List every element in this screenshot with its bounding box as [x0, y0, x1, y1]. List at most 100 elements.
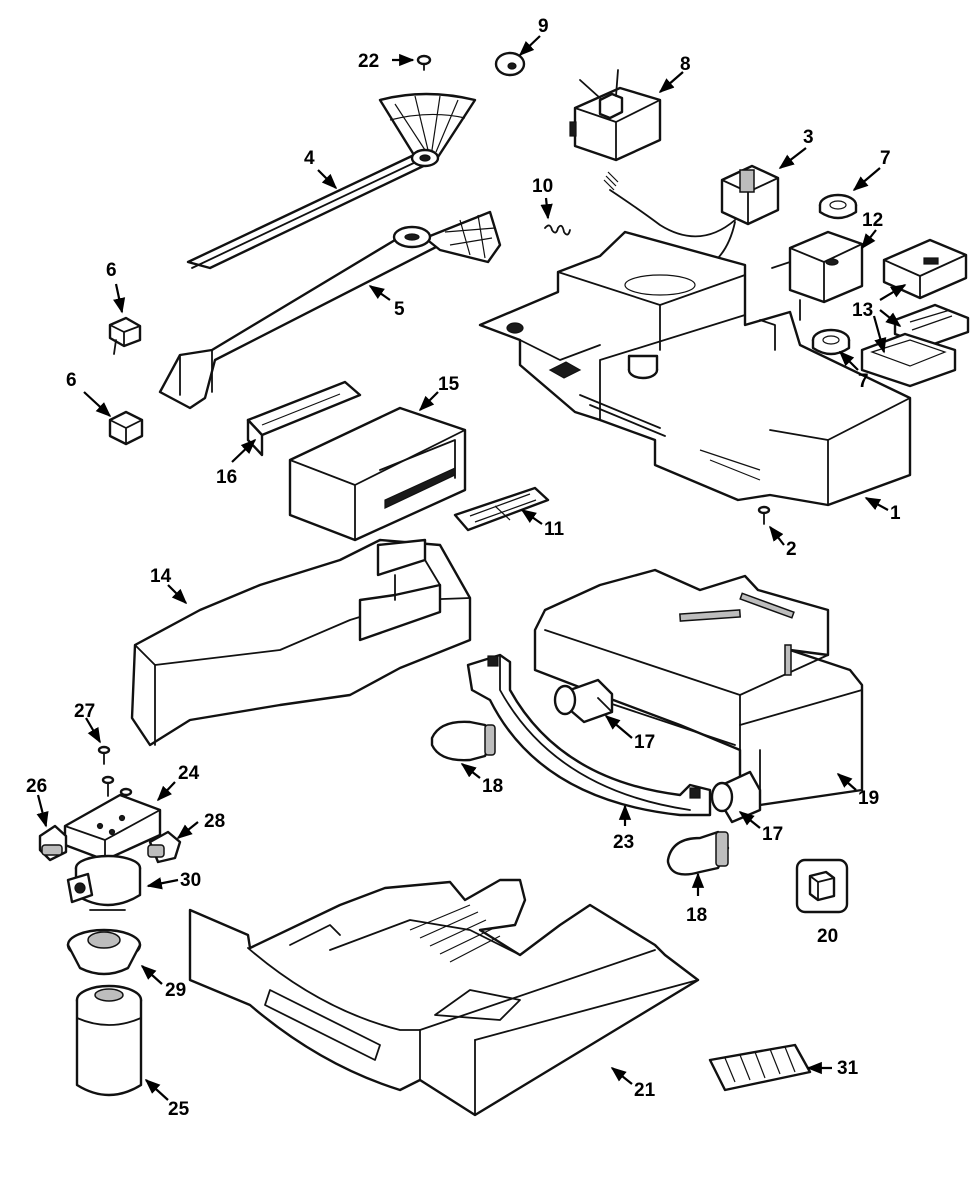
callout-14: 14 — [150, 566, 172, 587]
arrow-2 — [769, 525, 785, 546]
part-bulb-18a — [430, 720, 496, 762]
arrow-7a — [852, 167, 881, 191]
part-fitting-26 — [38, 824, 68, 862]
callout-26: 26 — [26, 776, 47, 797]
callout-18a: 18 — [482, 776, 503, 797]
arrow-13a — [879, 284, 907, 301]
callout-labels: 22 9 8 3 7 4 10 12 6 13 5 7 6 15 16 1 11… — [26, 16, 901, 1120]
arrow-16 — [231, 438, 257, 463]
arrow-25 — [144, 1078, 169, 1101]
arrow-8 — [658, 71, 684, 94]
callout-12: 12 — [862, 210, 883, 231]
part-bracket-24 — [63, 793, 162, 862]
callout-11: 11 — [544, 519, 565, 540]
part-arm-4 — [186, 92, 477, 270]
part-thermostat-3 — [603, 164, 780, 259]
callout-3: 3 — [803, 127, 814, 148]
part-socket-17b — [710, 770, 762, 824]
arrow-3 — [778, 147, 807, 169]
callout-6b: 6 — [66, 370, 77, 391]
arrow-29 — [140, 964, 163, 985]
part-housing-1 — [478, 230, 912, 507]
part-grommet-9 — [494, 51, 526, 77]
callout-9: 9 — [538, 16, 549, 37]
callout-4: 4 — [304, 148, 315, 169]
callout-23: 23 — [613, 832, 634, 853]
arrow-12 — [861, 229, 877, 250]
part-spring-10 — [544, 224, 571, 236]
part-knob-7a — [818, 193, 858, 220]
arrow-21 — [610, 1067, 633, 1085]
callout-27: 27 — [74, 701, 95, 722]
part-switch-20 — [795, 858, 849, 914]
arrow-13c — [872, 315, 887, 354]
arrow-17b — [738, 811, 761, 829]
callout-19: 19 — [858, 788, 879, 809]
arrow-13b — [879, 309, 902, 327]
part-filter-25 — [75, 984, 143, 1097]
callout-7a: 7 — [880, 148, 891, 169]
callout-20: 20 — [817, 926, 838, 947]
part-duct-14 — [130, 538, 472, 747]
arrow-17a — [604, 715, 633, 739]
callout-15: 15 — [438, 374, 460, 395]
callout-21: 21 — [634, 1080, 656, 1101]
arrow-24 — [156, 781, 176, 802]
part-cover-13 — [882, 238, 968, 300]
arrow-27a — [85, 717, 101, 744]
part-clip-31 — [708, 1043, 812, 1092]
callout-8: 8 — [680, 54, 691, 75]
part-cap-29 — [66, 928, 142, 976]
callout-22: 22 — [358, 51, 379, 72]
arrow-5 — [368, 285, 391, 301]
part-screw-22 — [416, 54, 432, 71]
callout-10: 10 — [532, 176, 553, 197]
part-clip-6b — [108, 410, 144, 446]
part-pan-19 — [533, 568, 864, 807]
arrow-10 — [540, 197, 553, 220]
part-head-30 — [66, 854, 142, 911]
part-bracket-23 — [466, 653, 712, 817]
part-tray-21 — [188, 878, 700, 1117]
arrow-18a — [460, 763, 481, 779]
callout-17a: 17 — [634, 732, 655, 753]
callout-2: 2 — [786, 539, 797, 560]
arrow-1 — [864, 497, 889, 511]
callout-1: 1 — [890, 503, 901, 524]
part-socket-17a — [553, 678, 614, 724]
callout-29: 29 — [165, 980, 186, 1001]
arrow-6b — [83, 391, 112, 418]
part-grille-11 — [453, 486, 550, 532]
callout-16: 16 — [216, 467, 237, 488]
part-screw-2 — [757, 505, 771, 525]
arrow-15 — [418, 391, 439, 412]
callout-13: 13 — [852, 300, 873, 321]
part-module-8 — [569, 69, 662, 162]
callout-17b: 17 — [762, 824, 783, 845]
callout-5: 5 — [394, 299, 405, 320]
part-clip-6a — [108, 316, 142, 355]
callout-6a: 6 — [106, 260, 117, 281]
arrow-19 — [836, 772, 857, 791]
arrow-26 — [36, 794, 49, 828]
callout-30: 30 — [180, 870, 201, 891]
part-duct-15 — [288, 406, 467, 542]
callout-arrows — [36, 35, 907, 1101]
arrow-14 — [167, 584, 188, 605]
callout-7b: 7 — [858, 371, 869, 392]
arrow-7b — [838, 350, 859, 371]
part-gasket-16 — [246, 380, 362, 457]
arrow-30 — [146, 877, 179, 890]
part-knob-7b — [811, 328, 851, 356]
arrow-4 — [317, 169, 338, 190]
part-bulb-18b — [666, 830, 730, 876]
callout-24: 24 — [178, 763, 200, 784]
callout-31: 31 — [837, 1058, 859, 1079]
part-arm-5 — [158, 210, 502, 410]
arrow-6a — [113, 283, 126, 314]
arrow-9 — [518, 35, 541, 57]
part-housing-12 — [771, 230, 864, 321]
arrow-11 — [520, 509, 543, 525]
callout-28: 28 — [204, 811, 225, 832]
